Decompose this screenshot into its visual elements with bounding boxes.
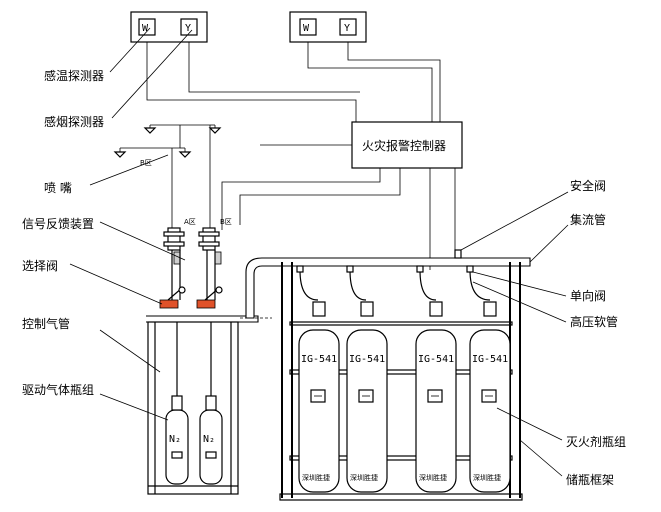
label-signal-feedback: 信号反馈装置 — [22, 217, 94, 231]
svg-text:N₂: N₂ — [169, 434, 181, 445]
detector-box-left: W Y — [130, 11, 208, 43]
label-nozzle: 喷 嘴 — [44, 181, 72, 195]
feedback-stack-b: B区 — [198, 218, 232, 300]
manifold-pipe — [245, 249, 531, 319]
svg-text:IG-541: IG-541 — [301, 354, 337, 365]
svg-text:W: W — [303, 23, 310, 34]
svg-text:W: W — [142, 23, 149, 34]
selector-valve — [159, 286, 223, 309]
label-drive-gas-group: 驱动气体瓶组 — [22, 382, 94, 397]
agent-cylinder-3: IG-541 深圳胜捷 — [415, 301, 457, 493]
svg-text:B区: B区 — [220, 218, 232, 226]
n2-cylinder-1: N₂ — [165, 322, 189, 485]
svg-text:深圳胜捷: 深圳胜捷 — [473, 473, 501, 482]
label-manifold: 集流管 — [570, 212, 606, 227]
detector-box-right: W Y — [289, 11, 367, 43]
n2-cylinder-2: N₂ — [199, 322, 223, 485]
label-cylinder-rack: 储瓶框架 — [566, 472, 614, 487]
svg-text:深圳胜捷: 深圳胜捷 — [350, 473, 378, 482]
svg-text:N₂: N₂ — [203, 434, 215, 445]
fire-alarm-controller: 火灾报警控制器 — [351, 121, 463, 169]
svg-text:火灾报警控制器: 火灾报警控制器 — [362, 138, 446, 153]
agent-cylinder-2: IG-541 深圳胜捷 — [346, 301, 388, 493]
svg-text:深圳胜捷: 深圳胜捷 — [419, 473, 447, 482]
svg-text:Y: Y — [344, 23, 350, 34]
svg-text:IG-541: IG-541 — [349, 354, 385, 365]
svg-text:IG-541: IG-541 — [472, 354, 508, 365]
svg-text:A区: A区 — [184, 218, 196, 226]
label-high-pressure-hose: 高压软管 — [570, 314, 618, 329]
label-control-pipe: 控制气管 — [22, 316, 70, 331]
label-smoke-detector: 感烟探测器 — [44, 114, 104, 129]
label-agent-cylinder-group: 灭火剂瓶组 — [566, 434, 626, 449]
label-safety-valve: 安全阀 — [570, 178, 606, 193]
label-selector-valve: 选择阀 — [22, 259, 58, 273]
svg-text:B区: B区 — [140, 159, 152, 167]
svg-text:IG-541: IG-541 — [418, 354, 454, 365]
agent-cylinder-4: IG-541 深圳胜捷 — [469, 301, 511, 493]
label-check-valve: 单向阀 — [570, 288, 606, 303]
drive-gas-cabinet — [147, 321, 239, 495]
label-temp-detector: 感温探测器 — [44, 68, 104, 83]
feedback-stack-a: A区 — [163, 218, 196, 300]
agent-cylinder-1: IG-541 深圳胜捷 — [298, 301, 340, 493]
svg-text:Y: Y — [185, 23, 191, 34]
svg-text:深圳胜捷: 深圳胜捷 — [302, 473, 330, 482]
